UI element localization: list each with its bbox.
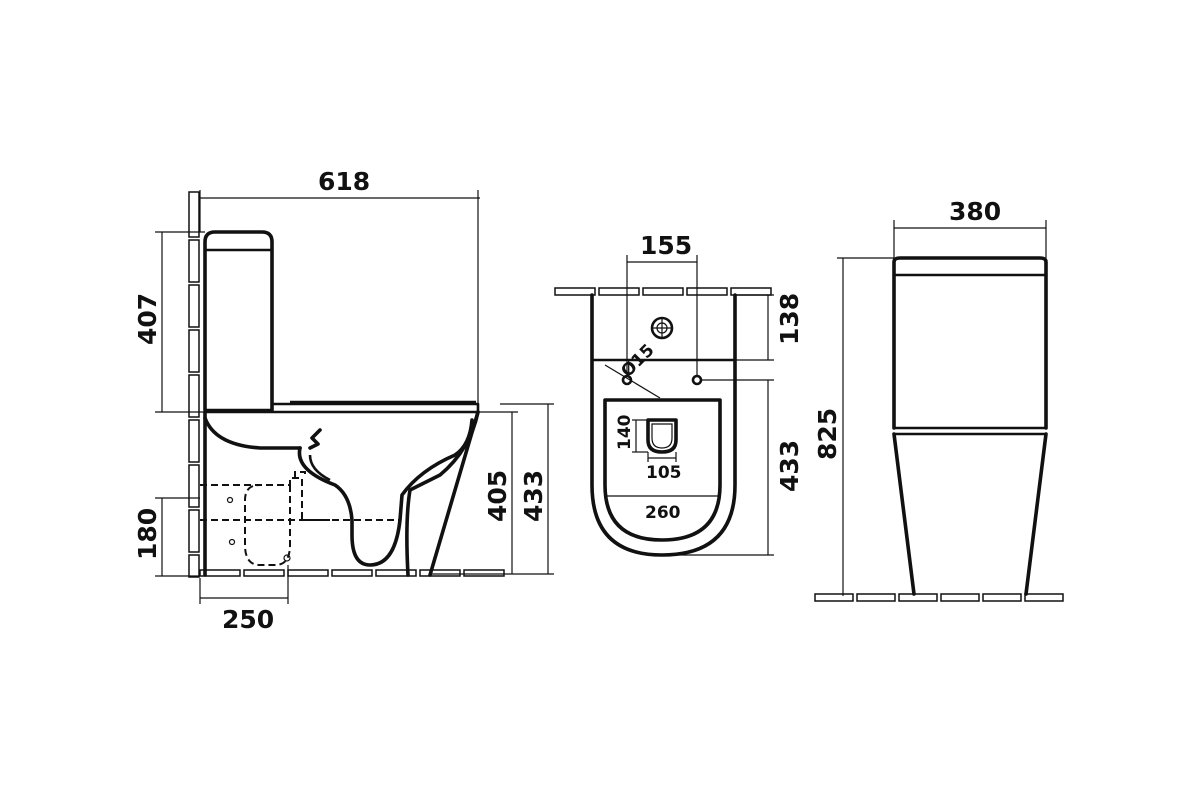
trapway: [297, 418, 474, 567]
dimension-bowl-length: 433: [665, 379, 804, 556]
hidden-drain: [200, 471, 400, 566]
label-407: 407: [133, 293, 162, 345]
dimension-total-height: 825: [813, 257, 894, 596]
seat-outline: [205, 402, 480, 414]
dimension-opening-width: 105: [646, 452, 682, 483]
cistern-outline: [203, 230, 274, 412]
front-view: 380 825: [813, 197, 1064, 602]
label-618: 618: [318, 167, 370, 196]
bowl-opening: [646, 418, 678, 454]
label-405: 405: [483, 470, 512, 522]
label-380: 380: [949, 197, 1001, 226]
front-floor: [814, 593, 1064, 602]
label-140: 140: [615, 414, 635, 450]
side-view: 618 407 180 250 405: [133, 167, 554, 634]
label-433-side: 433: [519, 470, 548, 522]
label-180: 180: [133, 508, 162, 560]
dimension-opening-height: 140: [615, 414, 648, 453]
label-825: 825: [813, 408, 842, 460]
top-bowl-rim: [603, 398, 722, 542]
label-260: 260: [645, 503, 681, 523]
dimension-drain-height: 180: [133, 497, 200, 577]
top-body-outline: [590, 293, 737, 557]
label-138: 138: [775, 293, 804, 345]
top-view: 155 138 Ø15 433 140: [554, 231, 804, 557]
front-pedestal: [892, 432, 1048, 596]
dimension-drain-offset: 250: [199, 565, 289, 634]
dimension-hole-spacing: 155: [626, 231, 698, 376]
flush-button-icon: [650, 316, 674, 340]
label-155: 155: [640, 231, 692, 260]
dimension-seat-height: 405: [478, 411, 518, 574]
label-105: 105: [646, 463, 682, 483]
top-wall: [554, 287, 772, 296]
label-433-top: 433: [775, 440, 804, 492]
label-250: 250: [222, 605, 274, 634]
dimension-hole-diameter: Ø15: [604, 340, 661, 399]
front-cistern: [892, 256, 1048, 430]
dimension-total-length: 618: [199, 167, 480, 404]
dimension-width: 380: [893, 197, 1047, 258]
floor: [199, 569, 505, 577]
dimension-bowl-height: 433: [430, 403, 554, 575]
dimension-tank-height: 407: [133, 231, 205, 413]
fixing-hole-right: [691, 374, 703, 386]
wall: [188, 191, 200, 578]
dimension-bowl-width: 260: [605, 495, 720, 523]
dimension-tank-depth: 138: [735, 293, 804, 361]
